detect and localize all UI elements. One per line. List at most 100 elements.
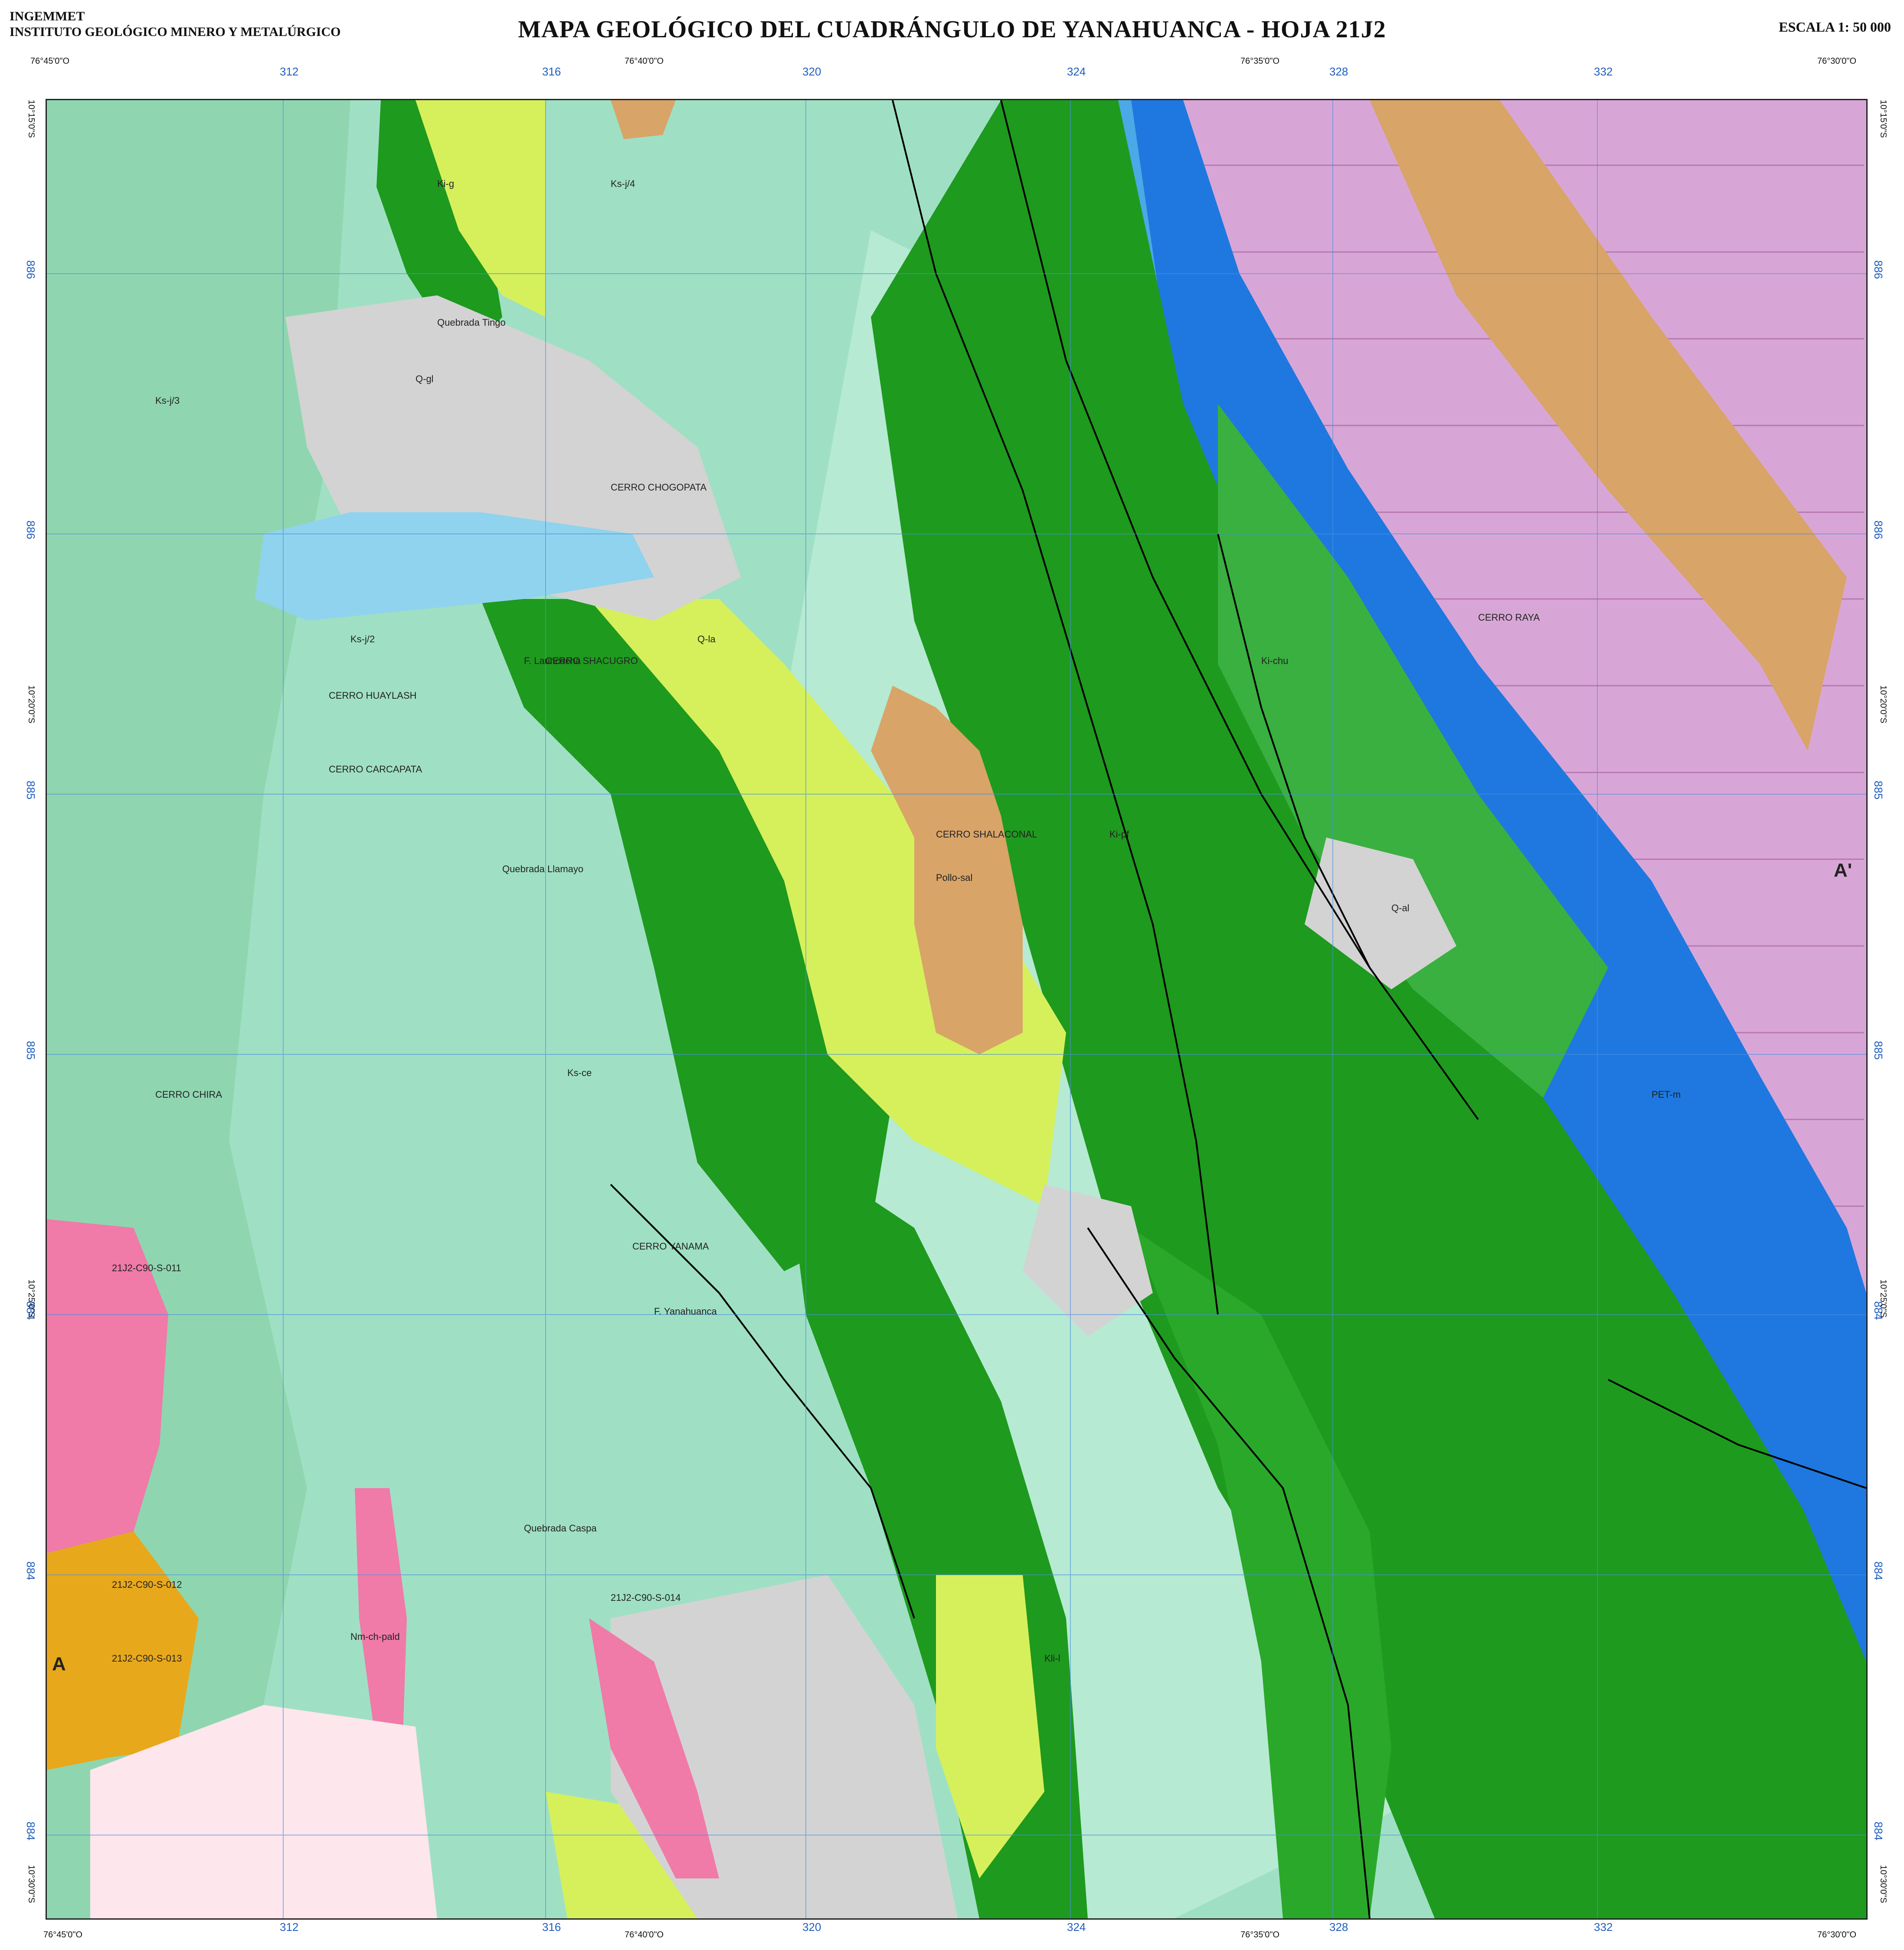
river-label: Quebrada Tingo bbox=[437, 317, 506, 328]
unit-label: Q-al bbox=[1391, 903, 1410, 913]
river-label: Quebrada Caspa bbox=[524, 1523, 597, 1534]
fault-label: F. Yanahuanca bbox=[654, 1306, 717, 1317]
sample-label: 21J2-C90-S-013 bbox=[112, 1653, 182, 1664]
unit-label: PET-m bbox=[1652, 1089, 1681, 1100]
quaternary-alluvial-centre bbox=[1023, 1184, 1153, 1336]
section-marker-a: A bbox=[52, 1653, 66, 1675]
pink-intrusive-central-1 bbox=[355, 1488, 407, 1748]
unit-label: Ki-pf bbox=[1109, 829, 1129, 840]
lake bbox=[255, 512, 654, 621]
utm-x-label: 328 bbox=[1329, 1921, 1348, 1934]
dark-green-belt-east bbox=[871, 100, 1866, 1918]
utm-y-label: 884 bbox=[1872, 1561, 1885, 1580]
section-marker-a-prime: A' bbox=[1834, 860, 1852, 881]
utm-y-label: 884 bbox=[24, 1822, 37, 1841]
utm-x-label: 316 bbox=[542, 1921, 561, 1934]
utm-x-label: 324 bbox=[1067, 1921, 1086, 1934]
unit-label: Q-gl bbox=[415, 373, 434, 384]
utm-y-label: 885 bbox=[1872, 1041, 1885, 1060]
map-scale: ESCALA 1: 50 000 bbox=[1779, 19, 1891, 35]
place-label: CERRO HUAYLASH bbox=[329, 690, 417, 701]
unit-label: Ki-chu bbox=[1261, 655, 1288, 666]
lat-label-left: 10°15'0"S bbox=[26, 100, 36, 138]
tan-pollo-unit bbox=[871, 686, 1023, 1054]
corner-bottom-right-long: 76°30'0"O bbox=[1817, 1930, 1857, 1940]
yellow-green-unit-north bbox=[415, 100, 546, 317]
utm-x-label: 332 bbox=[1594, 65, 1613, 78]
publisher-name: INSTITUTO GEOLÓGICO MINERO Y METALÚRGICO bbox=[10, 25, 341, 39]
tan-band bbox=[1370, 100, 1847, 751]
lat-label-right: 10°30'0"S bbox=[1878, 1865, 1888, 1903]
unit-label: Kli-l bbox=[1044, 1653, 1060, 1664]
dark-green-belt-central bbox=[481, 599, 893, 1271]
map-title: MAPA GEOLÓGICO DEL CUADRÁNGULO DE YANAHU… bbox=[518, 16, 1386, 43]
lat-label-right: 10°15'0"S bbox=[1878, 100, 1888, 138]
utm-y-label: 886 bbox=[1872, 520, 1885, 540]
utm-x-label: 328 bbox=[1329, 65, 1348, 78]
sample-label: 21J2-C90-S-012 bbox=[112, 1579, 182, 1590]
publisher-abbrev: INGEMMET bbox=[10, 9, 85, 23]
utm-y-label: 886 bbox=[24, 520, 37, 540]
map-canvas: Ks-ce Ks-j/3 Ks-j/2 Ks-j/4 Ki-g Ki-chu K… bbox=[47, 100, 1866, 1918]
unit-label: Ks-j/3 bbox=[155, 395, 180, 406]
utm-y-label: 884 bbox=[24, 1301, 37, 1320]
utm-x-label: 316 bbox=[542, 65, 561, 78]
bottom-long-label-2: 76°35'0"O bbox=[1240, 1930, 1280, 1940]
dark-green-north-sliver bbox=[376, 100, 502, 360]
fault-label: F. Launcocha bbox=[524, 655, 581, 666]
top-long-label-2: 76°35'0"O bbox=[1240, 56, 1280, 66]
map-labels: Ks-ce Ks-j/3 Ks-j/2 Ks-j/4 Ki-g Ki-chu K… bbox=[112, 178, 1681, 1664]
utm-y-label: 884 bbox=[24, 1561, 37, 1580]
sample-label: 21J2-C90-S-014 bbox=[611, 1592, 680, 1603]
yellow-green-unit-south bbox=[936, 1575, 1044, 1878]
lat-label-right: 10°25'0"S bbox=[1878, 1279, 1888, 1318]
pink-intrusive-central-2 bbox=[589, 1618, 719, 1878]
place-label: CERRO YANAMA bbox=[632, 1241, 709, 1252]
utm-y-label: 886 bbox=[24, 260, 37, 279]
unit-label: Pollo-sal bbox=[936, 872, 972, 883]
utm-x-label: 312 bbox=[280, 65, 299, 78]
place-label: CERRO SHALACONAL bbox=[936, 829, 1037, 840]
corner-top-right-long: 76°30'0"O bbox=[1817, 56, 1857, 66]
utm-x-label: 332 bbox=[1594, 1921, 1613, 1934]
lat-label-left: 10°30'0"S bbox=[26, 1865, 36, 1903]
utm-y-label: 884 bbox=[1872, 1301, 1885, 1320]
dark-green-sub-east bbox=[1218, 404, 1608, 1098]
utm-grid bbox=[47, 100, 1866, 1918]
top-long-label-1: 76°40'0"O bbox=[625, 56, 664, 66]
place-label: CERRO RAYA bbox=[1478, 612, 1540, 623]
lat-label-left: 10°25'0"S bbox=[26, 1279, 36, 1318]
unit-label: Ks-j/4 bbox=[611, 178, 635, 189]
corner-bottom-left-long: 76°45'0"O bbox=[43, 1930, 83, 1940]
lat-label-right: 10°20'0"S bbox=[1878, 685, 1888, 723]
unit-label: Ks-ce bbox=[567, 1067, 592, 1078]
utm-x-label: 312 bbox=[280, 1921, 299, 1934]
sample-label: 21J2-C90-S-011 bbox=[112, 1263, 181, 1273]
publisher-block: INGEMMET INSTITUTO GEOLÓGICO MINERO Y ME… bbox=[10, 9, 340, 40]
utm-x-label: 320 bbox=[802, 65, 821, 78]
pink-intrusive-west bbox=[47, 1219, 168, 1553]
unit-label: Ks-j/2 bbox=[350, 634, 375, 645]
snow-cap-sw bbox=[90, 1705, 437, 1918]
place-label: CERRO CARCAPATA bbox=[329, 764, 422, 775]
place-label: CERRO SHACUGRO bbox=[546, 655, 638, 666]
utm-x-label: 324 bbox=[1067, 65, 1086, 78]
utm-y-label: 884 bbox=[1872, 1822, 1885, 1841]
lat-label-left: 10°20'0"S bbox=[26, 685, 36, 723]
unit-label: Q-la bbox=[697, 634, 716, 645]
quaternary-alluvial-east bbox=[1305, 838, 1456, 989]
geologic-map[interactable]: Ks-ce Ks-j/3 Ks-j/2 Ks-j/4 Ki-g Ki-chu K… bbox=[46, 99, 1868, 1920]
unit-label: Ki-g bbox=[437, 178, 454, 189]
utm-y-label: 885 bbox=[24, 781, 37, 800]
tan-pollo-north bbox=[611, 100, 676, 139]
utm-y-label: 886 bbox=[1872, 260, 1885, 279]
corner-top-left-long: 76°45'0"O bbox=[30, 56, 70, 66]
orange-unit-sw bbox=[47, 1531, 199, 1770]
bottom-long-label-1: 76°40'0"O bbox=[625, 1930, 664, 1940]
place-label: CERRO CHOGOPATA bbox=[611, 482, 707, 493]
dark-green-south-belt-2 bbox=[1131, 1228, 1391, 1918]
place-label: CERRO CHIRA bbox=[155, 1089, 222, 1100]
utm-y-label: 885 bbox=[24, 1041, 37, 1060]
unit-label: Nm-ch-pald bbox=[350, 1631, 400, 1642]
river-label: Quebrada Llamayo bbox=[502, 864, 583, 874]
